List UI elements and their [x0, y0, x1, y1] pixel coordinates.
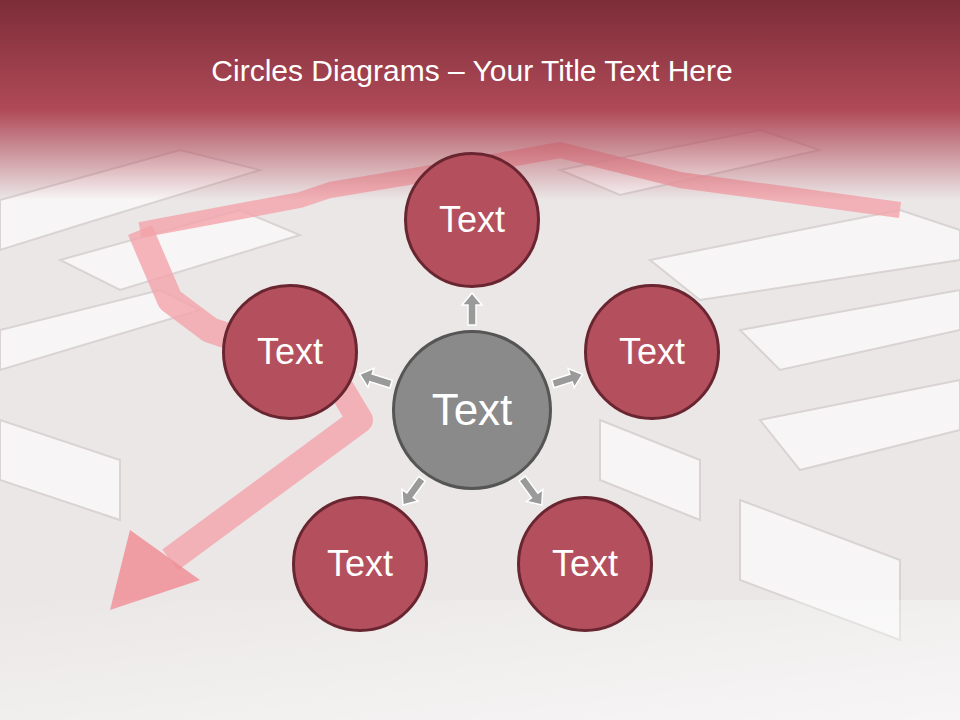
circle-label: Text	[327, 543, 393, 585]
circle-label: Text	[552, 543, 618, 585]
block-arrow	[360, 368, 393, 388]
outer-circle: Text	[584, 284, 720, 420]
block-arrow	[519, 476, 543, 505]
block-arrow	[402, 476, 425, 505]
outer-circle: Text	[222, 284, 358, 420]
circle-label: Text	[432, 385, 513, 435]
block-arrow	[462, 293, 482, 325]
circle-label: Text	[439, 199, 505, 241]
outer-circle: Text	[517, 496, 653, 632]
slide-title: Circles Diagrams – Your Title Text Here	[0, 54, 944, 88]
center-circle: Text	[392, 330, 552, 490]
outer-circle: Text	[292, 496, 428, 632]
outer-circle: Text	[404, 152, 540, 288]
block-arrow	[552, 369, 583, 388]
circle-label: Text	[619, 331, 685, 373]
circle-label: Text	[257, 331, 323, 373]
